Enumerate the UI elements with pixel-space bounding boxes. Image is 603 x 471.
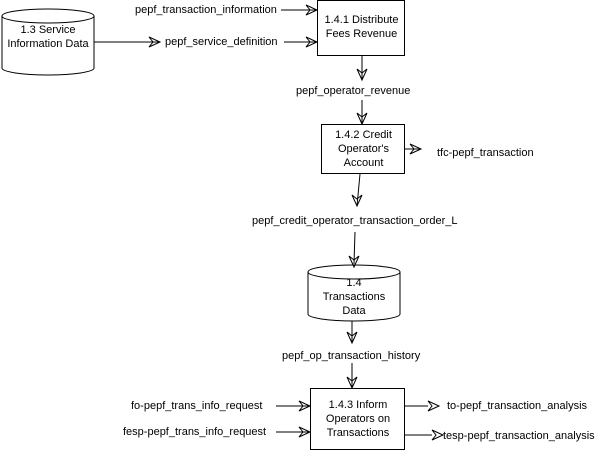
- flow-label-tfc-transaction: tfc-pepf_transaction: [437, 147, 534, 159]
- data-store-1-4[interactable]: [307, 264, 401, 322]
- flow-label-operator-revenue: pepf_operator_revenue: [296, 85, 411, 97]
- flow-label-tesp-analysis: tesp-pepf_transaction_analysis: [443, 430, 595, 442]
- flow-line-credit-order-b: [353, 231, 356, 265]
- arrow-head-icon: [409, 143, 423, 155]
- arrow-head-icon: [356, 112, 368, 126]
- process-box-1-4-1[interactable]: [317, 0, 405, 56]
- flow-line-credit-order-a: [356, 173, 361, 207]
- data-store-1-3[interactable]: [1, 8, 95, 76]
- process-1-4-2-label: 1.4.2 Credit Operator's Account: [335, 129, 392, 169]
- flow-label-op-transaction-history: pepf_op_transaction_history: [282, 350, 421, 362]
- arrow-head-icon: [305, 36, 319, 48]
- flow-label-fesp-request: fesp-pepf_trans_info_request: [123, 426, 267, 438]
- arrow-head-icon: [427, 400, 441, 412]
- flow-label-fo-request: fo-pepf_trans_info_request: [131, 400, 263, 412]
- flow-label-transaction-information: pepf_transaction_information: [135, 4, 277, 16]
- arrowheads: [148, 4, 445, 441]
- arrow-head-icon: [356, 68, 368, 82]
- process-1-4-1-label: 1.4.1 Distribute Fees Revenue: [324, 14, 399, 40]
- arrow-head-icon: [346, 331, 358, 345]
- flow-label-credit-operator-order: pepf_credit_operator_transaction_order_L: [252, 215, 458, 227]
- process-1-4-3-label: 1.4.3 Inform Operators on Transactions: [325, 399, 391, 439]
- flow-label-service-definition: pepf_service_definition: [165, 36, 278, 48]
- arrow-head-icon: [431, 429, 445, 441]
- arrow-head-icon: [305, 4, 319, 16]
- flow-label-to-analysis: to-pepf_transaction_analysis: [447, 400, 588, 412]
- arrow-head-icon: [348, 255, 360, 269]
- arrow-head-icon: [351, 194, 363, 208]
- arrow-head-icon: [298, 426, 312, 438]
- data-store-1-3-label: 1.3 Service Information Data: [7, 24, 89, 50]
- process-box-1-4-3[interactable]: [310, 388, 405, 450]
- process-box-1-4-2[interactable]: [321, 124, 405, 174]
- arrow-head-icon: [148, 36, 162, 48]
- arrow-head-icon: [298, 400, 312, 412]
- data-store-1-4-label: 1.4 Transactions Data: [322, 277, 386, 317]
- arrow-head-icon: [346, 376, 358, 390]
